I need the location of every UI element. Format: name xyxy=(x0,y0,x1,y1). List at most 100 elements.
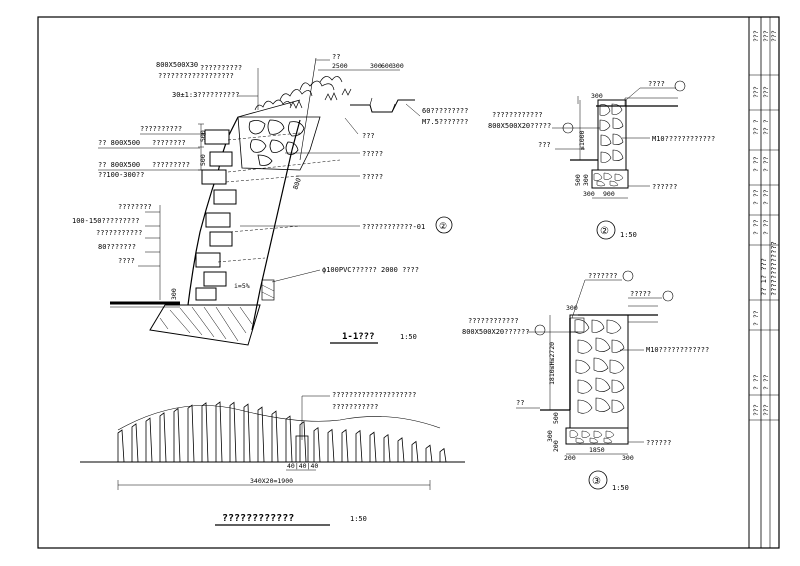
project-name: ?? 1? ??? xyxy=(760,258,768,296)
d3-dim-200: 200 xyxy=(552,440,560,452)
fence-picket xyxy=(411,440,419,463)
fence-picket xyxy=(131,423,139,463)
title-row-7b: ? ?? xyxy=(762,374,770,390)
d2-dim-500: 500 xyxy=(574,174,582,186)
d3-dim-1850: 1850 xyxy=(589,446,605,454)
title-row-3b: ?? ? xyxy=(762,119,770,135)
fence-picket xyxy=(145,417,153,463)
fence-picket xyxy=(327,428,335,463)
callout-left-a3: ???????? xyxy=(152,139,186,147)
title-row-6: ? ?? xyxy=(752,219,760,235)
title-row-5b: ? ?? xyxy=(762,189,770,205)
title-row-3: ?? ? xyxy=(752,119,760,135)
fence-picket xyxy=(341,429,349,463)
callout-right-c: ????? xyxy=(362,150,383,158)
title-row-2: ??? xyxy=(752,86,760,98)
fence-dim-small: 40|40|40 xyxy=(287,462,318,470)
fence-picket xyxy=(397,437,405,463)
fence-picket xyxy=(355,429,363,463)
fence-picket xyxy=(201,402,209,463)
d2-dim-h: ≤1000 xyxy=(578,130,586,150)
d2-callout-e: ??? xyxy=(538,141,551,149)
section-title: 1-1??? xyxy=(342,332,375,342)
fence-picket xyxy=(243,403,251,463)
callout-slope: 30±1:3?????????? xyxy=(172,91,239,99)
d3-callout-f: ?? xyxy=(516,399,524,407)
title-row-1b: ??? xyxy=(762,30,770,42)
title-block: ??? ??? ??? ??? ??? ?? ? ?? ? ? ?? ? ?? … xyxy=(748,17,779,548)
d3-callout-a: ??????? xyxy=(588,272,618,280)
d3-scale: 1:50 xyxy=(612,484,629,492)
callout-left-c5: ???? xyxy=(118,257,135,265)
fence-elevation: ???????????????????? ??????????? 40|40|4… xyxy=(80,391,465,526)
d2-scale: 1:50 xyxy=(620,231,637,239)
section-scale: 1:50 xyxy=(400,333,417,341)
dim-300a: 300 xyxy=(370,62,382,70)
d2-dim-900: 900 xyxy=(603,190,615,198)
d3-marker: ③ xyxy=(592,476,601,487)
fence-picket xyxy=(117,429,125,463)
callout-left-b3: ??100-300?? xyxy=(98,171,144,179)
d3-callout-g: ?????? xyxy=(646,439,671,447)
callout-top-spec-2: ?????????? xyxy=(200,64,242,72)
title-row-1c: ??? xyxy=(770,30,778,42)
callout-left-c2: 100-150????????? xyxy=(72,217,139,225)
d2-dim-300b: 300 xyxy=(583,190,595,198)
fence-dim-total: 340X20=1900 xyxy=(250,477,293,485)
callout-left-c4: 80??????? xyxy=(98,243,136,251)
title-row-2b: ??? xyxy=(762,86,770,98)
slope-pct: i=5% xyxy=(234,282,250,290)
dim-2500: 2500 xyxy=(332,62,348,70)
fence-picket xyxy=(299,420,307,463)
callout-pin: ?? xyxy=(332,53,340,61)
d2-callout-f: ?????? xyxy=(652,183,677,191)
sheet-border xyxy=(37,16,780,549)
title-row-4: ? ?? xyxy=(752,156,760,172)
fence-title: ???????????? xyxy=(222,513,294,524)
d3-dim-300: 300 xyxy=(546,430,554,442)
d2-dim-300c: 300 xyxy=(591,92,603,100)
dim-300c: 300 xyxy=(170,288,178,300)
fence-picket xyxy=(159,412,167,463)
fence-picket xyxy=(383,433,391,463)
fence-picket xyxy=(271,410,279,463)
fence-picket xyxy=(257,406,265,463)
callout-right-e: ????????????-01 xyxy=(362,223,425,231)
d3-dim-300b: 300 xyxy=(622,454,634,462)
section-marker xyxy=(435,216,453,234)
fence-picket xyxy=(187,404,195,463)
d3-callout-e: M10???????????? xyxy=(646,346,709,354)
dim-300b: 300 xyxy=(392,62,404,70)
callout-left-a: ?????????? xyxy=(140,125,182,133)
title-row-4b: ? ?? xyxy=(762,156,770,172)
section-marker-num: ② xyxy=(439,222,447,232)
callout-left-c3: ??????????? xyxy=(96,229,142,237)
fence-picket xyxy=(313,426,321,463)
d3-callout-d: 800X500X20?????? xyxy=(462,328,529,336)
dim-500b: 500 xyxy=(199,154,207,166)
fence-scale: 1:50 xyxy=(350,515,367,523)
d3-dim-300c: 300 xyxy=(566,304,578,312)
d2-callout-b: ???????????? xyxy=(492,111,543,119)
fence-picket xyxy=(369,431,377,463)
callout-right-b: ??? xyxy=(362,132,375,140)
fence-picket xyxy=(173,407,181,463)
callout-top-spec-3: ?????????????????? xyxy=(158,72,234,80)
fence-callout-1: ???????????????????? xyxy=(332,391,416,399)
dim-600: 600 xyxy=(381,62,393,70)
d3-dim-500: 500 xyxy=(552,412,560,424)
d3-dim-200b: 200 xyxy=(564,454,576,462)
title-row-6b: ? ?? xyxy=(762,219,770,235)
section-1-1: 2500 300 600 300 i=5% 500 500 300 800 ?? xyxy=(72,53,468,346)
dim-500a: 500 xyxy=(199,130,207,142)
d3-dim-h: 1810≤H≤2720 xyxy=(548,342,556,385)
fence-picket xyxy=(285,415,293,463)
drawing-name: ????????????? xyxy=(770,241,778,296)
fence-picket xyxy=(439,447,447,463)
dim-800: 800 xyxy=(291,177,303,191)
fence-picket xyxy=(229,401,237,463)
callout-left-b: ?? 800X500 xyxy=(98,161,140,169)
callout-right-a: 60????????? xyxy=(422,107,468,115)
d2-callout-c: 800X500X20????? xyxy=(488,122,551,130)
